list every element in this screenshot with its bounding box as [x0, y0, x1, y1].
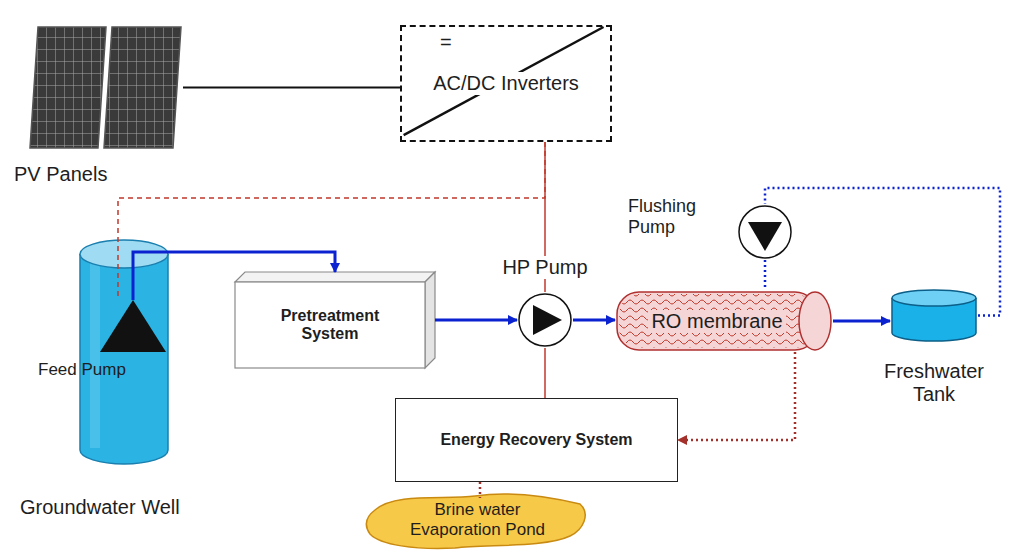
- node-label: =: [440, 31, 452, 54]
- text-holder: PV Panels: [14, 163, 107, 186]
- flushing-pump-outline: [737, 204, 793, 260]
- pretreatment-box: Pretreatment System: [235, 272, 435, 368]
- node-label: HP Pump: [499, 256, 590, 279]
- feed-pump: Feed Pump: [100, 300, 166, 352]
- flow-connector: [573, 319, 615, 322]
- flow-connector: [678, 352, 795, 440]
- text-holder: Energy Recovery System: [396, 399, 677, 481]
- feed-pump-outline: [100, 300, 166, 352]
- energy-recovery-box: Energy Recovery System: [395, 398, 678, 482]
- node-label: Groundwater Well: [20, 496, 180, 519]
- flow-connector: [118, 142, 545, 300]
- flow-connector: [544, 348, 546, 398]
- groundwater-well: Groundwater WellFeed Pump: [78, 238, 170, 466]
- pv-panels: PV Panels: [28, 25, 183, 150]
- node-label: RO membrane: [648, 310, 785, 333]
- hp-pump: HP Pump: [517, 292, 573, 348]
- text-holder: AC/DC Inverters: [402, 27, 610, 140]
- flushing-pump: Flushing Pump: [737, 204, 793, 260]
- text-holder: =: [440, 31, 452, 54]
- groundwater-well-outline: [78, 238, 170, 466]
- pv-panels-outline: [28, 25, 183, 150]
- inverter-box: = AC/DC Inverters: [400, 25, 612, 142]
- node-label: Brine water Evaporation Pond: [393, 500, 563, 539]
- text-holder: Pretreatment System: [235, 282, 425, 368]
- text-holder: Freshwater Tank: [878, 360, 990, 406]
- node-label: Energy Recovery System: [440, 431, 632, 449]
- node-label: PV Panels: [14, 163, 107, 186]
- flow-connector: [183, 87, 400, 89]
- text-holder: HP Pump: [465, 256, 625, 279]
- text-holder: Brine water Evaporation Pond: [365, 490, 590, 550]
- flow-connector: [833, 320, 890, 323]
- node-label: Feed Pump: [38, 360, 126, 380]
- freshwater-tank-outline: [890, 288, 978, 343]
- flow-connector: [764, 260, 767, 290]
- evaporation-pond: Brine water Evaporation Pond: [365, 490, 590, 550]
- text-holder: Feed Pump: [38, 360, 126, 380]
- text-holder: Flushing Pump: [628, 196, 720, 237]
- node-label: Freshwater Tank: [878, 360, 990, 406]
- ro-membrane: RO membrane: [615, 290, 833, 352]
- freshwater-tank: Freshwater Tank: [890, 288, 978, 343]
- flow-connector: [435, 319, 517, 322]
- node-label: AC/DC Inverters: [431, 72, 581, 95]
- node-label: Flushing Pump: [628, 196, 720, 237]
- text-holder: Groundwater Well: [20, 496, 180, 519]
- hp-pump-outline: [517, 292, 573, 348]
- node-label: Pretreatment System: [268, 307, 393, 344]
- text-holder: RO membrane: [615, 290, 833, 352]
